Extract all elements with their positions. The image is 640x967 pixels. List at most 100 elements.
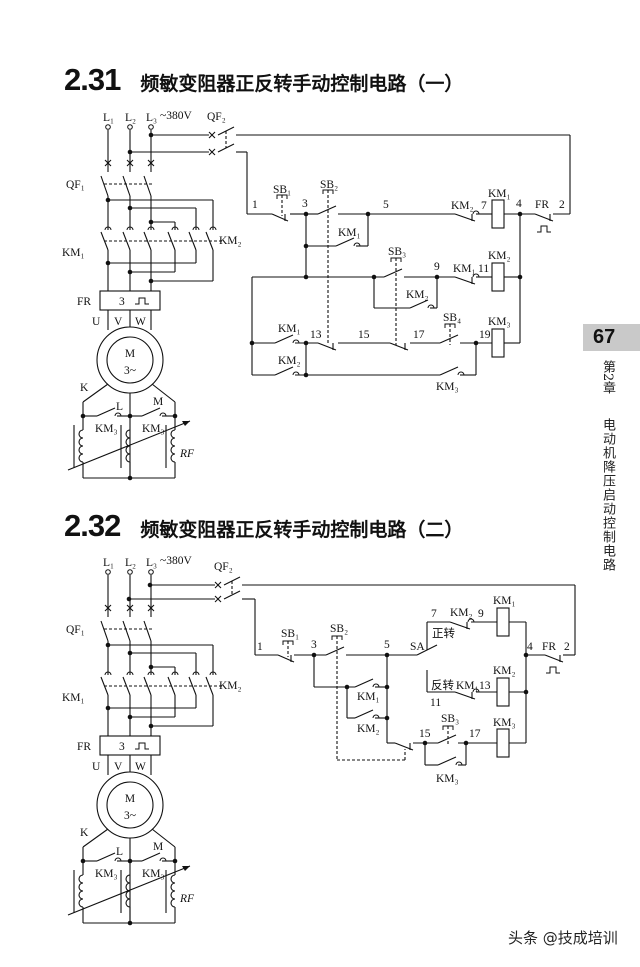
label-n15: 15: [358, 329, 370, 341]
aux-contact-mark: [159, 412, 167, 417]
no-contact: [439, 366, 459, 376]
label-n1: 1: [252, 199, 258, 211]
label-n11: 11: [430, 697, 441, 709]
cross-mark: [208, 148, 216, 156]
label-n5: 5: [384, 639, 390, 651]
label-n11: 11: [478, 263, 489, 275]
label-km3-seal: KM₃: [436, 773, 459, 785]
label-sb1: SB₁: [281, 628, 299, 640]
label-n17: 17: [413, 329, 425, 341]
cross-mark: [104, 159, 112, 167]
coil-icon: [496, 607, 510, 637]
contactor-label: KM₂: [219, 235, 242, 247]
thermal-relay-icon: [546, 666, 560, 674]
aux-contact-mark: [372, 683, 380, 688]
section-heading: 2.31 频敏变阻器正反转手动控制电路（一）: [64, 62, 463, 98]
no-contact: [354, 678, 374, 688]
tap-label: M: [153, 841, 163, 853]
aux-contact-mark: [467, 618, 475, 623]
thermal-relay-box: [99, 290, 161, 311]
adjust-arrow: [67, 865, 191, 916]
label-sb4: SB₄: [443, 312, 461, 324]
aux-contact-mark: [472, 273, 480, 278]
label-km2-coil: KM₂: [493, 665, 516, 677]
no-contact: [317, 205, 337, 215]
label-km3-coil: KM₃: [493, 717, 516, 729]
contactor-label: KM₂: [219, 680, 242, 692]
terminal-icon: [127, 124, 133, 130]
reactor-coil-icon: [170, 429, 176, 463]
reactor-coil-icon: [125, 429, 131, 463]
terminal-label: L₂: [125, 112, 136, 124]
label-km1-seal: KM₁: [357, 691, 380, 703]
cross-mark: [214, 581, 222, 589]
no-contact: [141, 407, 161, 417]
label-km2-coil: KM₂: [488, 250, 511, 262]
aux-contact-mark: [171, 226, 179, 231]
label-n9: 9: [478, 608, 484, 620]
junction-dot: [80, 413, 86, 419]
adjust-arrow: [67, 420, 191, 471]
terminal-label: L₁: [103, 112, 114, 124]
winding-label: K: [80, 382, 89, 394]
label-n19: 19: [479, 329, 491, 341]
phase-label: W: [135, 761, 146, 773]
label-km2-nc: KM₂: [450, 607, 473, 619]
aux-contact-mark: [292, 339, 300, 344]
aux-contact-mark: [126, 671, 134, 676]
cross-mark: [147, 159, 155, 167]
reactor-coil-icon: [125, 874, 131, 908]
cross-mark: [208, 131, 216, 139]
aux-contact-mark: [126, 226, 134, 231]
aux-contact-mark: [209, 671, 217, 676]
aux-contact-mark: [457, 371, 465, 376]
cross-mark: [104, 604, 112, 612]
aux-contact-mark: [159, 857, 167, 862]
aux-contact-mark: [472, 688, 480, 693]
arrowhead-icon: [182, 421, 190, 426]
junction-dot: [127, 858, 133, 864]
aux-contact-mark: [292, 371, 300, 376]
aux-contact-mark: [472, 210, 480, 215]
label-n3: 3: [311, 639, 317, 651]
aux-contact-mark: [455, 761, 463, 766]
rf-label: RF: [179, 893, 195, 905]
thermal-relay-label: FR: [77, 741, 91, 753]
aux-contact-mark: [192, 226, 200, 231]
motor-label: M: [125, 348, 135, 360]
aux-contact-mark: [372, 714, 380, 719]
no-contact: [274, 366, 294, 376]
thermal-relay-label: FR: [77, 296, 91, 308]
reactor-coil-icon: [170, 874, 176, 908]
phase-label: U: [92, 316, 101, 328]
label-km2-seal: KM₂: [406, 289, 429, 301]
contactor-label: KM₃: [142, 868, 165, 880]
breaker-blade: [223, 590, 241, 600]
tap-label: L: [116, 846, 123, 858]
label-n13: 13: [479, 680, 491, 692]
section-number: 2.32: [64, 508, 121, 543]
terminal-label: L₁: [103, 557, 114, 569]
breaker-blade: [100, 620, 109, 642]
contactor-label: KM₁: [62, 692, 85, 704]
thermal-relay-box: [99, 735, 161, 756]
phase-label: V: [114, 316, 123, 328]
terminal-icon: [127, 569, 133, 575]
label-sa: SA: [410, 641, 425, 653]
aux-contact-mark: [171, 671, 179, 676]
coil-icon: [491, 199, 505, 229]
label-n7: 7: [431, 608, 437, 620]
tap-label: M: [153, 396, 163, 408]
contactor-blade: [143, 231, 152, 251]
label-forward: 正转: [432, 626, 455, 640]
aux-contact-mark: [192, 671, 200, 676]
label-fr: FR: [535, 199, 549, 211]
label-sb3: SB₃: [388, 246, 406, 258]
label-sb2: SB₂: [320, 179, 338, 191]
junction-dot: [127, 920, 133, 926]
label-km2-nc: KM₂: [451, 200, 474, 212]
breaker-label: QF₁: [66, 624, 85, 636]
voltage-label: ~380V: [160, 555, 192, 567]
label-km1-no: KM₁: [278, 323, 301, 335]
terminal-label: L₃: [146, 112, 157, 124]
